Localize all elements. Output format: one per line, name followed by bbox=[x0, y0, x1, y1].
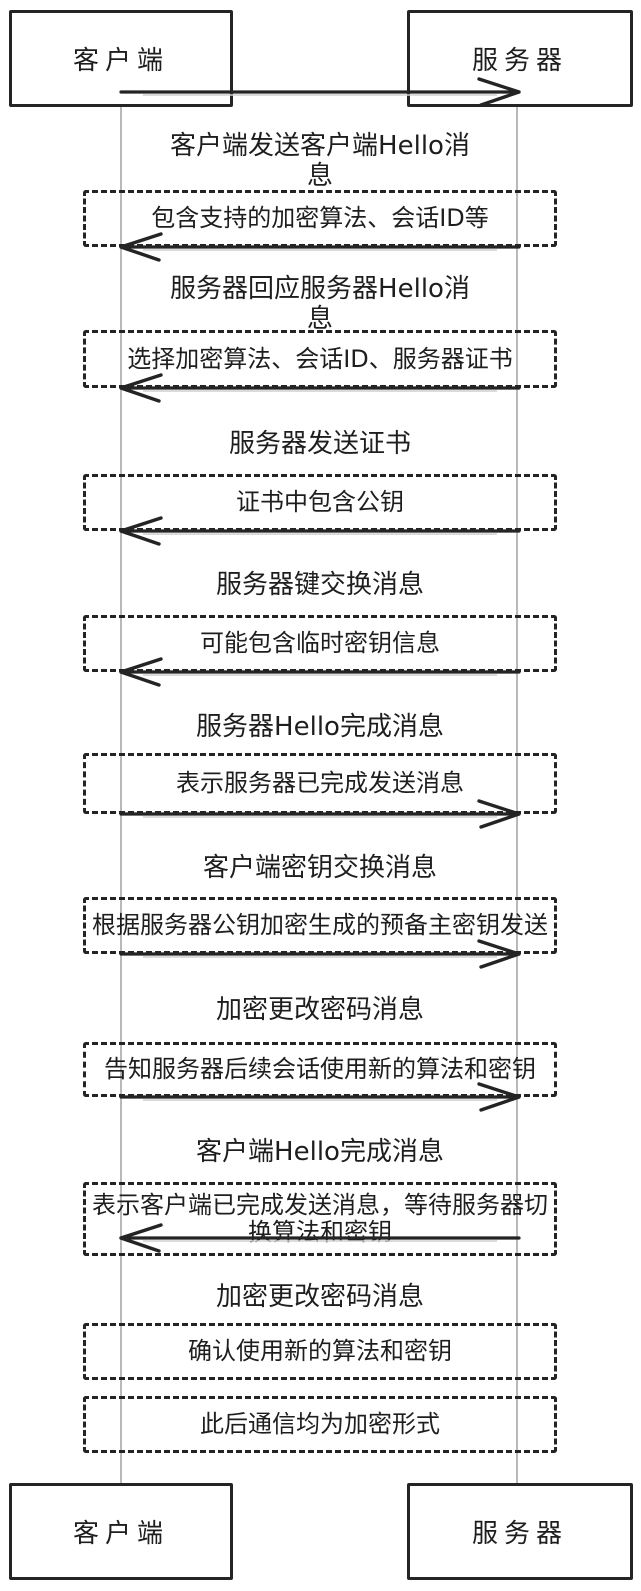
actor-client-bottom: 客户端 bbox=[9, 1483, 233, 1580]
note-box: 此后通信均为加密形式 bbox=[83, 1396, 557, 1453]
actor-client-top-label: 客户端 bbox=[72, 46, 169, 76]
message-label: 服务器键交换消息 bbox=[215, 570, 424, 600]
note-text: 此后通信均为加密形式 bbox=[200, 1410, 440, 1438]
actor-server-top-label: 服务器 bbox=[471, 46, 568, 76]
message-arrow-right-icon bbox=[113, 936, 527, 972]
message-arrow-right-icon bbox=[113, 74, 527, 110]
message-label: 客户端密钥交换消息 bbox=[202, 853, 437, 883]
note-text: 表示客户端已完成发送消息，等待服务器切 换算法和密钥 bbox=[92, 1191, 548, 1246]
message-arrow-right-icon bbox=[113, 796, 527, 832]
message-label: 客户端发送客户端Hello消 息 bbox=[170, 131, 470, 191]
actor-server-bottom-label: 服务器 bbox=[471, 1519, 568, 1549]
client-lifeline bbox=[120, 107, 122, 1483]
message-label: 客户端Hello完成消息 bbox=[196, 1137, 444, 1167]
actor-client-bottom-label: 客户端 bbox=[72, 1519, 169, 1549]
note-box: 根据服务器公钥加密生成的预备主密钥发送 bbox=[83, 897, 557, 954]
message-label: 加密更改密码消息 bbox=[215, 1282, 424, 1312]
message-label: 服务器Hello完成消息 bbox=[196, 712, 444, 742]
message-arrow-left-icon bbox=[113, 1220, 527, 1256]
message-label: 加密更改密码消息 bbox=[215, 995, 424, 1025]
message-label: 服务器回应服务器Hello消 息 bbox=[170, 274, 470, 334]
message-arrow-left-icon bbox=[113, 654, 527, 690]
message-arrow-right-icon bbox=[113, 1079, 527, 1115]
note-text: 表示服务器已完成发送消息 bbox=[176, 769, 464, 797]
note-text: 包含支持的加密算法、会话ID等 bbox=[151, 204, 489, 232]
note-text: 根据服务器公钥加密生成的预备主密钥发送 bbox=[92, 911, 548, 939]
note-text: 证书中包含公钥 bbox=[236, 488, 404, 516]
note-text: 确认使用新的算法和密钥 bbox=[188, 1337, 452, 1365]
note-text: 告知服务器后续会话使用新的算法和密钥 bbox=[104, 1055, 536, 1083]
note-box: 确认使用新的算法和密钥 bbox=[83, 1323, 557, 1380]
message-arrow-left-icon bbox=[113, 370, 527, 406]
note-box: 表示客户端已完成发送消息，等待服务器切 换算法和密钥 bbox=[83, 1182, 557, 1256]
message-arrow-left-icon bbox=[113, 513, 527, 549]
server-lifeline bbox=[516, 107, 518, 1483]
message-arrow-left-icon bbox=[113, 229, 527, 265]
message-label: 服务器发送证书 bbox=[228, 429, 411, 459]
actor-server-bottom: 服务器 bbox=[407, 1483, 633, 1580]
note-text: 选择加密算法、会话ID、服务器证书 bbox=[127, 344, 513, 373]
note-text: 可能包含临时密钥信息 bbox=[200, 629, 440, 657]
